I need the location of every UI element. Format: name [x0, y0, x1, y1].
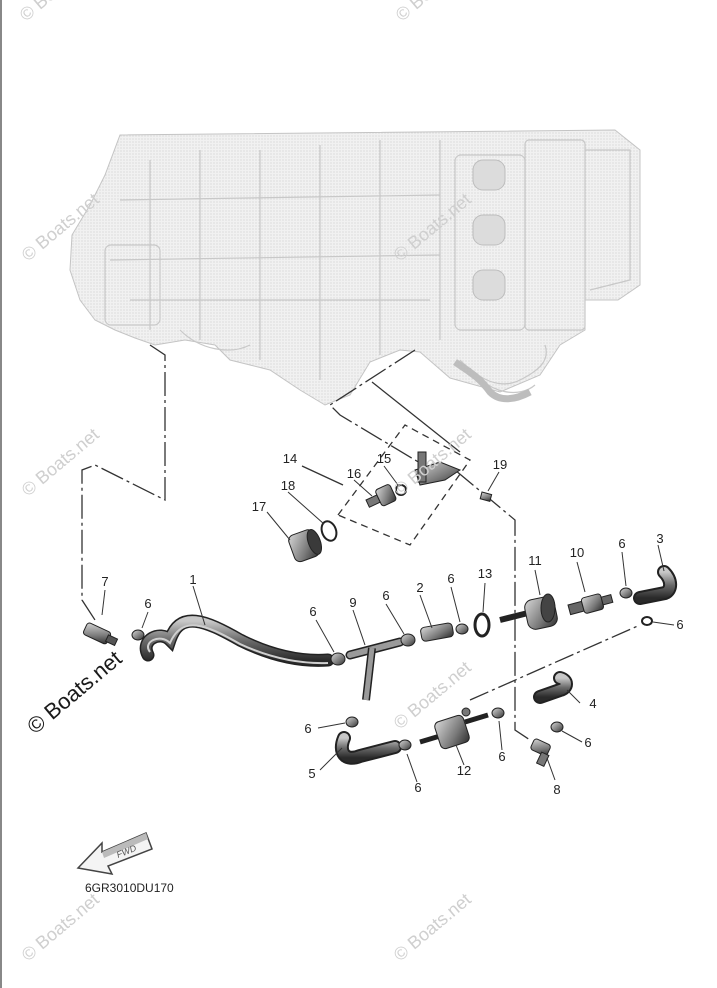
part-6-clamp	[641, 616, 653, 626]
watermark: © Boats.net	[18, 889, 103, 965]
watermark: © Boats.net	[18, 424, 103, 500]
part-6-clamp	[400, 633, 416, 647]
callout-7: 7	[101, 574, 108, 589]
part-17-cup	[288, 529, 323, 563]
callout-leaders	[101, 465, 675, 783]
part-6-clamp	[455, 623, 469, 635]
part-19-bolt	[479, 491, 493, 502]
callout-6: 6	[382, 588, 389, 603]
parts	[82, 451, 678, 768]
part-18-ring	[320, 520, 338, 542]
part-7-fitting	[82, 622, 119, 647]
callout-17: 17	[252, 499, 266, 514]
callout-6: 6	[447, 571, 454, 586]
part-13-ring	[473, 612, 491, 638]
watermark: © Boats.net	[392, 0, 477, 25]
part-6-clamp	[550, 721, 564, 733]
callout-1: 1	[189, 572, 196, 587]
callout-6: 6	[498, 749, 505, 764]
callout-18: 18	[281, 478, 295, 493]
callout-15: 15	[377, 451, 391, 466]
watermark-prominent: © Boats.net	[22, 646, 126, 739]
callout-8: 8	[553, 782, 560, 797]
part-15-ring	[395, 484, 407, 496]
part-8-fitting	[530, 738, 551, 768]
part-6-clamp	[619, 587, 633, 599]
callout-12: 12	[457, 763, 471, 778]
callout-9: 9	[349, 595, 356, 610]
callout-3: 3	[656, 531, 663, 546]
callout-11: 11	[528, 553, 542, 568]
watermark: © Boats.net	[16, 0, 101, 25]
callout-6: 6	[309, 604, 316, 619]
leader-lines	[81, 344, 641, 741]
callout-13: 13	[478, 566, 492, 581]
bracket	[414, 451, 462, 486]
part-9-tee	[345, 637, 405, 701]
part-11-filter	[499, 593, 558, 630]
callout-16: 16	[347, 466, 361, 481]
engine-block-illustration	[69, 129, 641, 406]
watermark: © Boats.net	[390, 424, 475, 500]
part-16-sensor	[365, 484, 397, 508]
part-10-fitting	[567, 593, 614, 616]
part-6-clamp	[398, 739, 412, 751]
fwd-arrow-icon: FWD	[76, 831, 153, 875]
watermark: © Boats.net	[390, 889, 475, 965]
callout-6: 6	[304, 721, 311, 736]
callout-6: 6	[584, 735, 591, 750]
part-2-hose	[420, 622, 454, 642]
part-12-pump	[419, 707, 489, 750]
callout-14: 14	[283, 451, 297, 466]
callout-4: 4	[589, 696, 596, 711]
part-6-clamp	[330, 652, 346, 666]
callout-numbers: 1 2 3 4 5 6 6 6 6 6 6 6 6 6 6 7 8 9 10 1…	[101, 451, 683, 797]
callout-5: 5	[308, 766, 315, 781]
drawing-code: 6GR3010DU170	[85, 881, 174, 895]
callout-6: 6	[618, 536, 625, 551]
part-6-clamp	[491, 707, 505, 719]
part-6-clamp	[131, 629, 145, 641]
callout-2: 2	[416, 580, 423, 595]
callout-10: 10	[570, 545, 584, 560]
part-6-clamp	[345, 716, 359, 728]
callout-6: 6	[676, 617, 683, 632]
callout-19: 19	[493, 457, 507, 472]
callout-6: 6	[144, 596, 151, 611]
callout-6: 6	[414, 780, 421, 795]
